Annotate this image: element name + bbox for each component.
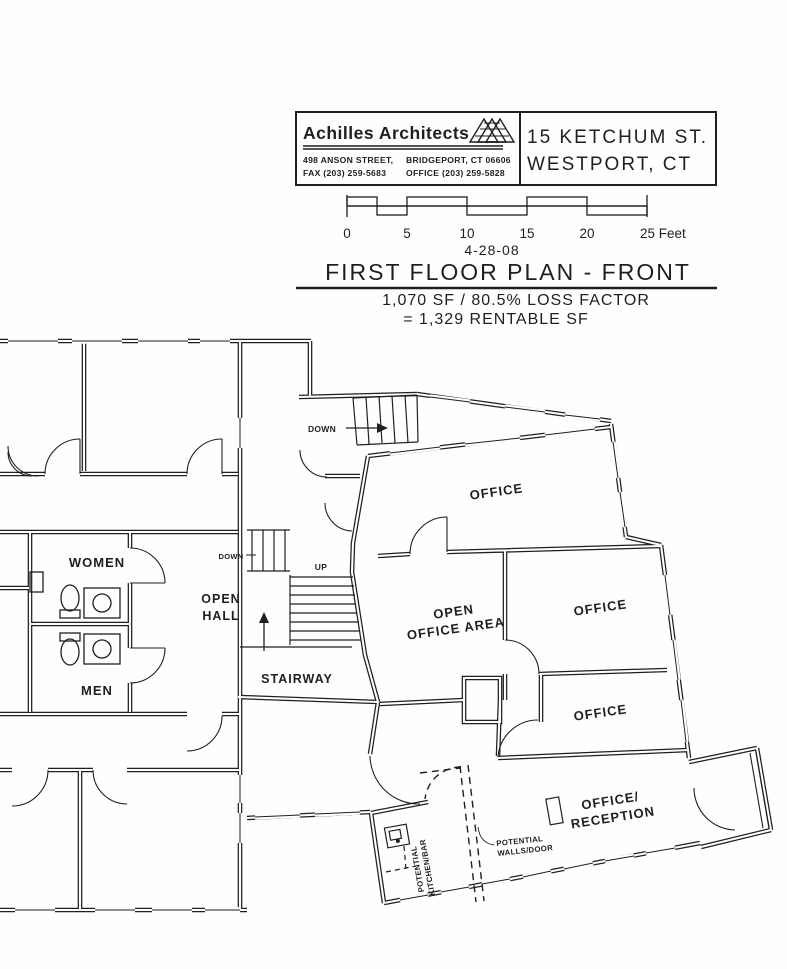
sink-men [83, 633, 121, 665]
toilet-women [59, 584, 81, 619]
room-label-open-hall-2: HALL [202, 609, 239, 623]
title-block: Achilles Architects 498 ANSON STREET, BR… [295, 111, 717, 186]
firm-fax: FAX (203) 259-5683 [303, 168, 386, 178]
stair-direction-arrow [259, 612, 269, 651]
hall-stair-down [247, 529, 290, 572]
scale-tick-0: 0 [343, 226, 351, 241]
main-stairway-up [240, 575, 361, 648]
scale-tick-5: 5 [403, 226, 411, 241]
scale-tick-20: 20 [579, 226, 594, 241]
potential-walls-dashed [419, 764, 485, 903]
area-rentable: = 1,329 RENTABLE SF [403, 311, 588, 328]
reception-column [545, 796, 564, 826]
project-address-line2: WESTPORT, CT [527, 154, 692, 175]
potential-walls-leader-line [477, 826, 495, 846]
firm-logo-icon [468, 117, 516, 143]
room-label-women: WOMEN [69, 555, 125, 570]
area-loss-factor: 1,070 SF / 80.5% LOSS FACTOR [382, 292, 650, 309]
room-label-office-top: OFFICE [469, 480, 524, 502]
room-label-office-mid: OFFICE [573, 596, 628, 618]
room-label-open-office-1: OPEN [432, 601, 475, 622]
sink-women [83, 587, 121, 619]
firm-name: Achilles Architects [303, 123, 469, 143]
annotation-down-upper: DOWN [308, 424, 336, 434]
annotation-potential-kitchen: POTENTIAL KITCHEN/BAR [409, 838, 437, 896]
room-label-stairway: STAIRWAY [261, 672, 333, 686]
scale-bar-labels: 0 5 10 15 20 25 Feet [343, 226, 686, 241]
restroom-fixtures [29, 571, 121, 666]
annotation-down-hall: DOWN [219, 552, 244, 561]
walls [0, 341, 771, 910]
potential-kitchen-counter-dashed [385, 845, 417, 873]
annotation-up: UP [315, 562, 327, 572]
firm-address-street: 498 ANSON STREET, [303, 155, 393, 165]
scale-tick-15: 15 [519, 226, 534, 241]
drawing-title: FIRST FLOOR PLAN - FRONT [325, 259, 691, 285]
room-label-open-hall-1: OPEN [201, 592, 240, 606]
project-address-line1: 15 KETCHUM ST. [527, 127, 708, 148]
room-label-office-lower: OFFICE [573, 701, 628, 723]
vestibule-sidelight [749, 751, 770, 829]
exterior-stair-down [352, 394, 419, 446]
down-arrow-upper [346, 423, 388, 433]
scale-bar [346, 195, 648, 217]
firm-phone: OFFICE (203) 259-5828 [406, 168, 505, 178]
firm-name-underline [303, 145, 503, 150]
room-label-men: MEN [81, 683, 113, 698]
drawing-date: 4-28-08 [464, 242, 519, 258]
firm-address-city: BRIDGEPORT, CT 06606 [406, 155, 511, 165]
door-swings [7, 438, 736, 831]
toilet-men [59, 632, 81, 666]
scale-tick-10: 10 [459, 226, 474, 241]
kitchen-sink [383, 823, 411, 849]
title-block-project-box [519, 111, 717, 186]
scale-tick-25: 25 Feet [640, 226, 686, 241]
plumbing-chase [29, 571, 44, 593]
